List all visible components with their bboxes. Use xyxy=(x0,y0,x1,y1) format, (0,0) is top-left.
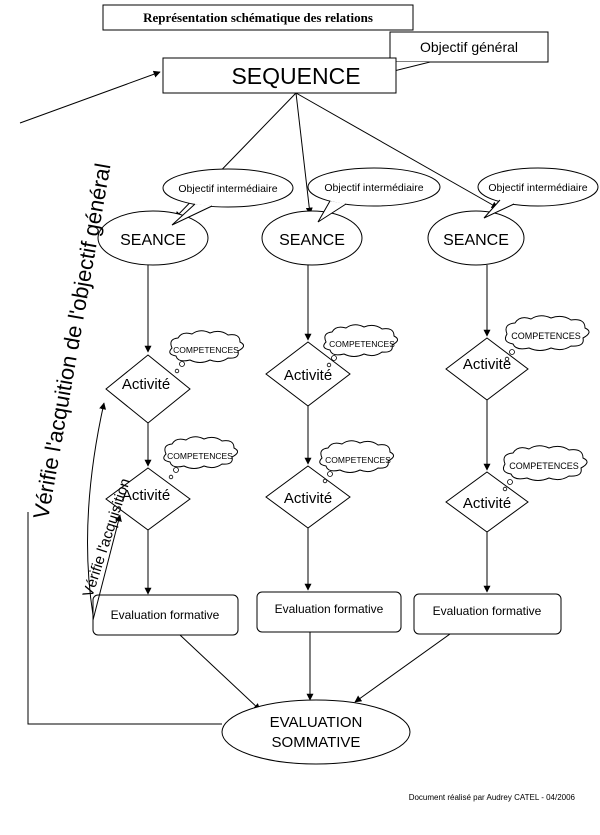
competences-text-1a: COMPETENCES xyxy=(173,345,239,355)
arrow-verify-general xyxy=(19,70,161,124)
activity-2a-label: Activité xyxy=(284,367,332,384)
objective-intermediate-bubble-1: Objectif intermédiaire xyxy=(162,168,294,226)
title-box: Représentation schématique des relations xyxy=(102,4,414,31)
activity-1a-label: Activité xyxy=(122,376,170,393)
activity-1b: Activité xyxy=(105,467,191,531)
activity-1a: Activité xyxy=(105,354,191,424)
competences-text-1b: COMPETENCES xyxy=(167,451,233,461)
objective-general-callout: Objectif général xyxy=(389,31,549,73)
formative-text-1: Evaluation formative xyxy=(111,608,220,622)
formative-box-3: Evaluation formative xyxy=(413,593,562,635)
formative-box-2: Evaluation formative xyxy=(256,591,402,633)
sequence-box: SEQUENCE xyxy=(162,57,397,94)
competences-text-3a: COMPETENCES xyxy=(511,331,581,341)
seance-1-label: SEANCE xyxy=(120,232,186,249)
summative-line2: SOMMATIVE xyxy=(272,734,361,751)
formative-text-3: Evaluation formative xyxy=(433,604,542,618)
title-text: Représentation schématique des relations xyxy=(143,10,373,25)
seance-3: SEANCE xyxy=(427,210,525,266)
formative-text-2: Evaluation formative xyxy=(275,602,384,616)
competences-cloud-3a: COMPETENCES xyxy=(504,315,590,362)
seance-1: SEANCE xyxy=(97,210,209,266)
objective-intermediate-bubble-2: Objectif intermédiaire xyxy=(307,167,441,223)
competences-text-3b: COMPETENCES xyxy=(509,461,579,471)
activity-2b-label: Activité xyxy=(284,490,332,507)
seance-3-label: SEANCE xyxy=(443,232,509,249)
arrow-sequence-seance-3 xyxy=(295,92,499,209)
seance-2: SEANCE xyxy=(261,210,363,266)
arrow-formative-activity-1a xyxy=(87,402,107,616)
objective-intermediate-text-2: Objectif intermédiaire xyxy=(324,182,423,194)
arrow-formative-3-summative xyxy=(354,633,451,703)
footer-text: Document réalisé par Audrey CATEL - 04/2… xyxy=(409,793,576,802)
objective-general-text: Objectif général xyxy=(420,39,518,55)
activity-3b-label: Activité xyxy=(463,495,511,512)
seance-2-label: SEANCE xyxy=(279,232,345,249)
activity-1b-label: Activité xyxy=(122,487,170,504)
activity-3a-label: Activité xyxy=(463,356,511,373)
competences-text-2a: COMPETENCES xyxy=(329,339,395,349)
competences-text-2b: COMPETENCES xyxy=(325,455,391,465)
summative-ellipse: EVALUATION SOMMATIVE xyxy=(221,699,411,765)
competences-cloud-1b: COMPETENCES xyxy=(163,436,238,480)
arrow-sequence-seance-2 xyxy=(295,92,313,215)
arrow-formative-activity-1b xyxy=(92,514,122,621)
objective-intermediate-text-3: Objectif intermédiaire xyxy=(488,182,587,194)
summative-line1: EVALUATION xyxy=(270,714,363,731)
objective-intermediate-text-1: Objectif intermédiaire xyxy=(178,183,277,195)
formative-box-1: Evaluation formative xyxy=(92,594,239,636)
verify-general-text: Vérifie l'acquition de l'objectif généra… xyxy=(28,161,115,520)
activity-2b: Activité xyxy=(265,465,351,529)
competences-cloud-1a: COMPETENCES xyxy=(169,330,244,374)
feedback-line-summative xyxy=(27,512,222,725)
activity-3a: Activité xyxy=(445,337,529,401)
competences-cloud-2a: COMPETENCES xyxy=(323,324,398,368)
arrow-formative-1-summative xyxy=(179,634,261,711)
activity-3b: Activité xyxy=(445,471,529,533)
objective-intermediate-bubble-3: Objectif intermédiaire xyxy=(477,167,599,219)
sequence-text: SEQUENCE xyxy=(231,63,360,89)
competences-cloud-3b: COMPETENCES xyxy=(502,445,588,492)
competences-cloud-2b: COMPETENCES xyxy=(319,440,394,484)
